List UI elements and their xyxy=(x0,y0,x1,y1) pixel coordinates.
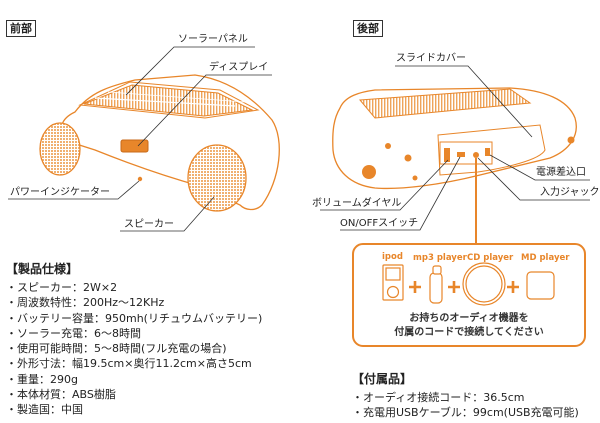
compat-message-line2: 付属のコードで接続してください xyxy=(394,327,544,338)
ipod-icon xyxy=(382,264,404,301)
md-player-icon xyxy=(526,271,555,300)
spec-item: ・ソーラー充電：6〜8時間 xyxy=(6,326,141,340)
front-callout-lines xyxy=(8,46,272,232)
solar-panel-label: ソーラーパネル xyxy=(178,34,248,45)
cd-player-icon xyxy=(462,262,506,306)
compat-message-line1: お持ちのオーディオ機器を xyxy=(409,313,529,324)
spec-item: ・外形寸法：幅19.5cm×奥行11.2cm×高さ5cm xyxy=(6,357,252,371)
accessory-item: ・オーディオ接続コード：36.5cm xyxy=(352,391,525,404)
mp3-player-icon xyxy=(429,265,443,304)
right-speaker xyxy=(187,144,247,212)
ipod-label: ipod xyxy=(382,252,403,262)
front-section-tag: 前部 xyxy=(6,20,36,37)
spec-item: ・使用可能時間：5〜8時間(フル充電の場合) xyxy=(6,342,227,356)
spec-item: ・周波数特性：200Hz〜12KHz xyxy=(6,296,165,310)
md-player-label: MD player xyxy=(521,253,570,263)
front-device xyxy=(39,74,280,212)
spec-item: ・本体材質：ABS樹脂 xyxy=(6,388,116,402)
display-label: ディスプレイ xyxy=(209,62,269,73)
on-off-switch xyxy=(457,152,465,157)
power-indicator-led xyxy=(137,176,143,182)
cd-player-label: CD player xyxy=(467,253,514,263)
power-inlet-label: 電源差込口 xyxy=(536,167,586,178)
spec-item: ・重量：290g xyxy=(6,372,78,386)
on-off-switch-label: ON/OFFスイッチ xyxy=(340,218,419,229)
display-window xyxy=(120,139,149,153)
plus-icons xyxy=(409,281,519,293)
specs-title: 【製品仕様】 xyxy=(6,262,79,276)
device-icons xyxy=(382,262,555,306)
spec-item: ・製造国：中国 xyxy=(6,403,83,417)
speaker-label: スピーカー xyxy=(124,219,174,230)
volume-dial-label: ボリュームダイヤル xyxy=(312,198,402,209)
input-jack xyxy=(473,152,479,158)
back-device xyxy=(332,87,577,190)
mp3-player-label: mp3 player xyxy=(413,253,467,263)
accessories-title: 【付属品】 xyxy=(352,372,413,386)
power-inlet xyxy=(485,148,490,156)
back-callout-lines xyxy=(320,65,590,231)
compat-message: お持ちのオーディオ機器を 付属のコードで接続してください xyxy=(353,312,585,340)
input-jack-label: 入力ジャック xyxy=(540,187,600,198)
back-solar-panel xyxy=(358,88,532,119)
accessories-section: 【付属品】 ・オーディオ接続コード：36.5cm ・充電用USBケーブル：99c… xyxy=(352,370,579,421)
spec-item: ・バッテリー容量：950mh(リチュウムバッテリー) xyxy=(6,311,263,325)
left-speaker xyxy=(39,122,81,176)
specs-section: 【製品仕様】 ・スピーカー：2W×2 ・周波数特性：200Hz〜12KHz ・バ… xyxy=(6,260,262,418)
back-section-tag: 後部 xyxy=(353,20,383,37)
volume-dial xyxy=(444,148,450,162)
spec-item: ・スピーカー：2W×2 xyxy=(6,281,118,294)
slide-cover-label: スライドカバー xyxy=(396,53,466,64)
power-indicator-label: パワーインジケーター xyxy=(10,187,110,198)
accessory-item: ・充電用USBケーブル：99cm(USB充電可能) xyxy=(352,406,579,420)
